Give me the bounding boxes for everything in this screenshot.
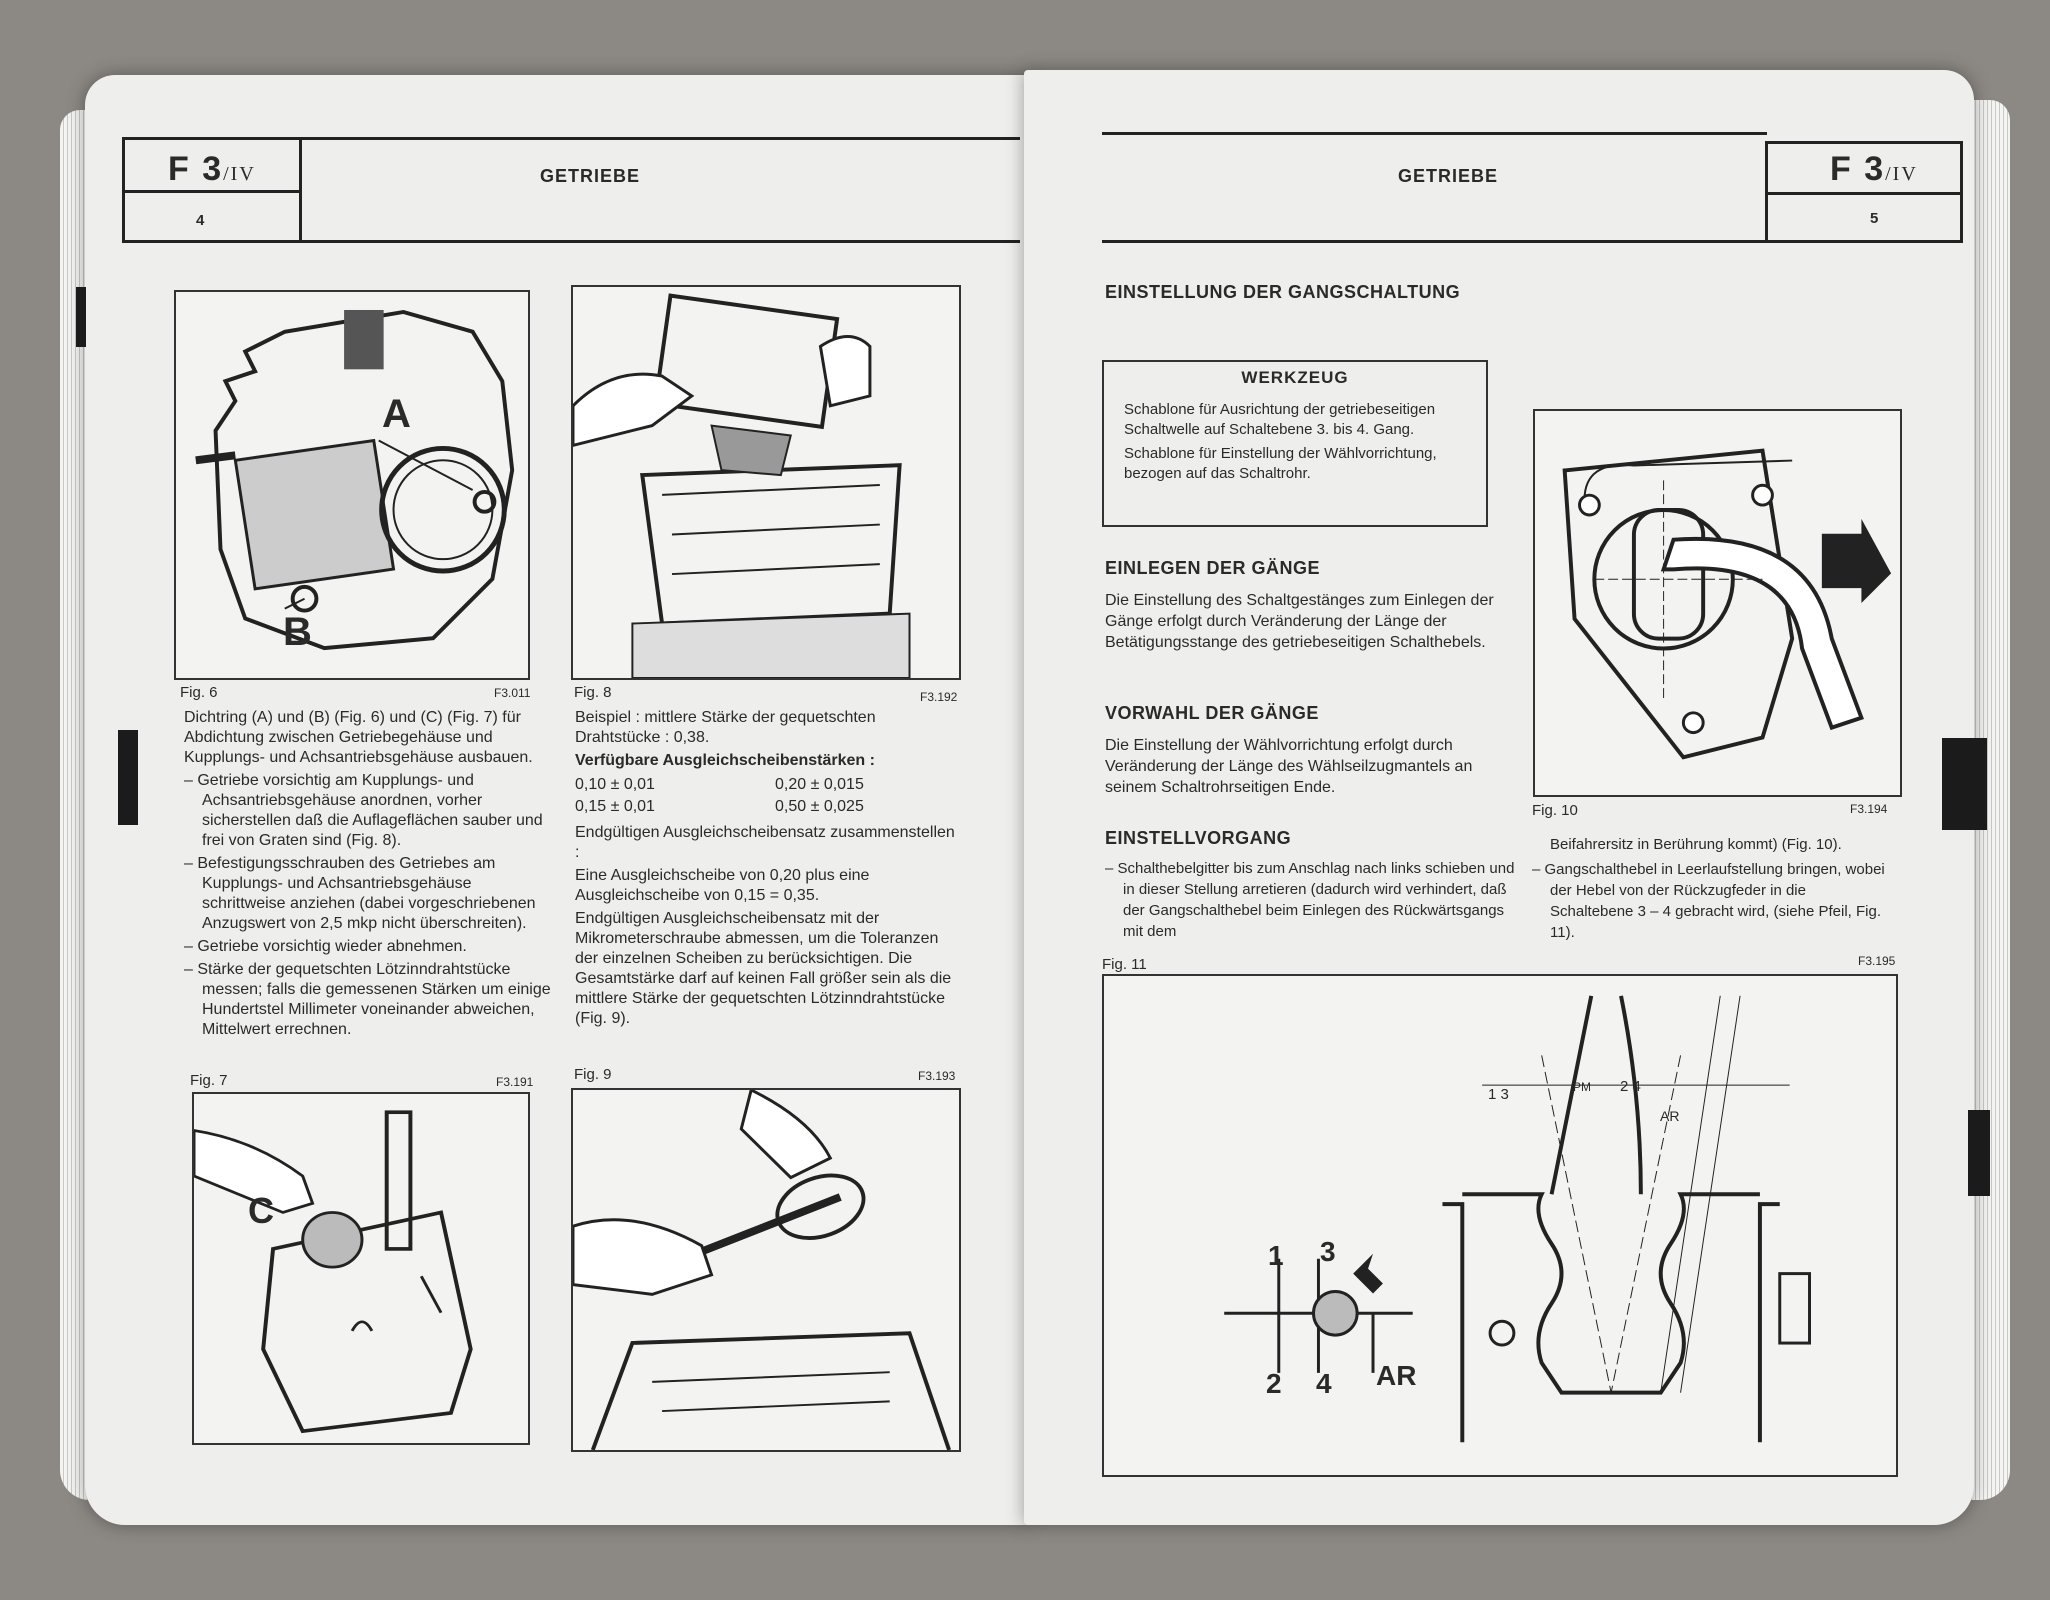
einstellvorgang-step-2: – Gangschalthebel in Leerlaufstellung br… bbox=[1532, 861, 1885, 941]
fig10-code: F3.194 bbox=[1850, 802, 1888, 816]
gate-label-4: 4 bbox=[1316, 1368, 1332, 1399]
right-page-number: 5 bbox=[1870, 210, 1879, 227]
right-section-divider bbox=[1765, 192, 1963, 195]
fig10-label: Fig. 10 bbox=[1532, 802, 1578, 819]
thumb-tab bbox=[1968, 1110, 1990, 1196]
werkzeug-item: Schablone für Ausrichtung der getriebese… bbox=[1124, 401, 1436, 438]
fig11-illustration bbox=[1102, 974, 1898, 1477]
fig6-illustration bbox=[174, 290, 530, 680]
paragraph: Endgültigen Ausgleichscheibensatz zusamm… bbox=[575, 824, 955, 861]
scale-label-pm: PM bbox=[1573, 1080, 1591, 1094]
einstellvorgang-col2: Beifahrersitz in Berührung kommt) (Fig. … bbox=[1532, 834, 1892, 947]
einlegen-text: Die Einstellung des Schaltgestänges zum … bbox=[1105, 592, 1494, 651]
example-paragraph: Beispiel : mittlere Stärke der gequetsch… bbox=[575, 709, 876, 746]
werkzeug-box: WERKZEUG Schablone für Ausrichtung der g… bbox=[1102, 360, 1488, 527]
scale-label-1-3: 1 3 bbox=[1488, 1086, 1509, 1103]
right-header-top-rule bbox=[1102, 132, 1767, 135]
thickness-table: 0,10 ± 0,01 0,20 ± 0,015 0,15 ± 0,01 0,5… bbox=[575, 775, 960, 817]
gate-label-2: 2 bbox=[1266, 1368, 1282, 1399]
left-header-top-rule bbox=[300, 137, 1020, 140]
fig10-illustration bbox=[1533, 409, 1902, 797]
left-section-code: F 3/IV bbox=[168, 150, 256, 188]
einstellvorgang-step-1: – Schalthebelgitter bis zum Anschlag nac… bbox=[1105, 860, 1515, 940]
werkzeug-items: Schablone für Ausrichtung der getriebese… bbox=[1124, 400, 1466, 484]
left-section-divider bbox=[122, 190, 302, 193]
thumb-tab bbox=[76, 287, 86, 347]
step: – Stärke der gequetschten Lötzinndrahtst… bbox=[184, 961, 551, 1038]
vorwahl-text: Die Einstellung der Wählvorrichtung erfo… bbox=[1105, 737, 1473, 796]
fig8-label: Fig. 8 bbox=[574, 684, 612, 701]
right-header-bottom-rule bbox=[1102, 240, 1767, 243]
thickness-value: 0,20 ± 0,015 bbox=[775, 776, 864, 793]
step: – Befestigungsschrauben des Getriebes am… bbox=[184, 855, 536, 932]
einstellvorgang-heading: EINSTELLVORGANG bbox=[1105, 828, 1292, 848]
right-section-code: F 3/IV bbox=[1830, 150, 1918, 188]
fig9-label: Fig. 9 bbox=[574, 1066, 612, 1083]
thumb-tab bbox=[118, 730, 138, 825]
left-page-number: 4 bbox=[196, 212, 205, 229]
intro-paragraph: Dichtring (A) und (B) (Fig. 6) und (C) (… bbox=[184, 709, 533, 766]
scale-label-2-4: 2 4 bbox=[1620, 1078, 1641, 1095]
fig8-code: F3.192 bbox=[920, 690, 958, 704]
fig7-callout-c: C bbox=[248, 1190, 274, 1231]
fig6-code: F3.011 bbox=[494, 686, 531, 700]
vorwahl-heading: VORWAHL DER GÄNGE bbox=[1105, 703, 1319, 723]
fig7-illustration bbox=[192, 1092, 530, 1445]
fig6-callout-b: B bbox=[283, 610, 312, 654]
fig9-illustration bbox=[571, 1088, 961, 1452]
fig6-label: Fig. 6 bbox=[180, 684, 218, 701]
gate-label-1: 1 bbox=[1268, 1240, 1284, 1271]
werkzeug-item: Schablone für Einstellung der Wählvorric… bbox=[1124, 445, 1437, 482]
fig9-code: F3.193 bbox=[918, 1069, 956, 1083]
gate-label-ar: AR bbox=[1376, 1360, 1417, 1391]
left-page-title: GETRIEBE bbox=[540, 166, 641, 186]
thumb-tab bbox=[1942, 738, 1987, 830]
left-header-bottom-rule bbox=[300, 240, 1020, 243]
paragraph: Eine Ausgleichscheibe von 0,20 plus eine… bbox=[575, 867, 870, 904]
gate-label-3: 3 bbox=[1320, 1236, 1336, 1267]
fig6-callout-a: A bbox=[382, 392, 411, 436]
available-heading: Verfügbare Ausgleichscheibenstärken : bbox=[575, 752, 875, 769]
left-col1-text: Dichtring (A) und (B) (Fig. 6) und (C) (… bbox=[184, 708, 554, 1043]
main-heading: EINSTELLUNG DER GANGSCHALTUNG bbox=[1105, 282, 1461, 302]
continuation-text: Beifahrersitz in Berührung kommt) (Fig. … bbox=[1550, 836, 1842, 853]
paragraph: Endgültigen Ausgleichscheibensatz mit de… bbox=[575, 910, 952, 1027]
thickness-value: 0,10 ± 0,01 bbox=[575, 776, 655, 793]
thickness-value: 0,15 ± 0,01 bbox=[575, 798, 655, 815]
fig7-code: F3.191 bbox=[496, 1075, 534, 1089]
right-page-title: GETRIEBE bbox=[1398, 166, 1499, 186]
step: – Getriebe vorsichtig am Kupplungs- und … bbox=[184, 772, 543, 849]
fig11-code: F3.195 bbox=[1858, 954, 1896, 968]
fig7-label: Fig. 7 bbox=[190, 1072, 228, 1089]
scale-label-ar: AR bbox=[1660, 1108, 1680, 1124]
einlegen-heading: EINLEGEN DER GÄNGE bbox=[1105, 558, 1321, 578]
werkzeug-heading: WERKZEUG bbox=[1241, 368, 1349, 387]
fig8-illustration bbox=[571, 285, 961, 680]
step: – Getriebe vorsichtig wieder abnehmen. bbox=[184, 938, 467, 955]
thickness-value: 0,50 ± 0,025 bbox=[775, 798, 864, 815]
fig11-label: Fig. 11 bbox=[1102, 956, 1147, 973]
left-col2-text: Beispiel : mittlere Stärke der gequetsch… bbox=[575, 708, 960, 1032]
